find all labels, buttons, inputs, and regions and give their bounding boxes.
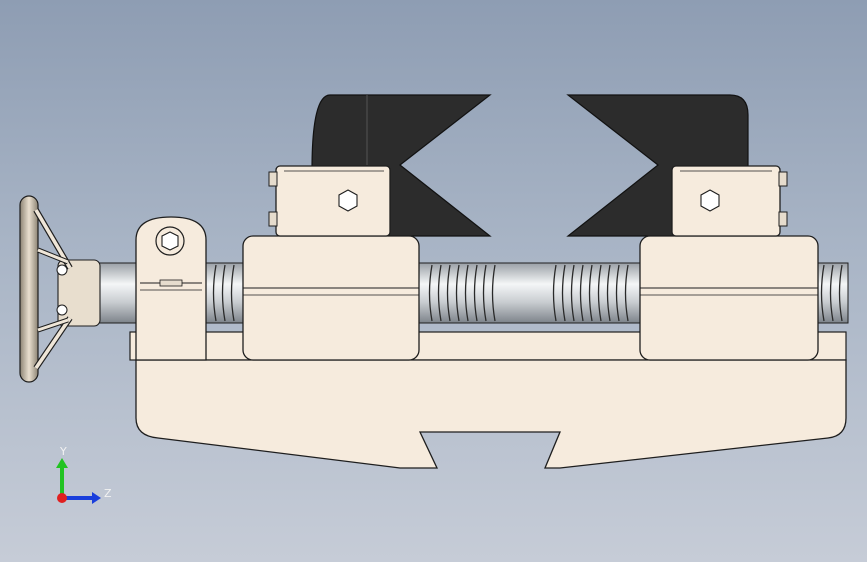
screw-thread [579,264,584,322]
right-jaw-block[interactable] [639,165,819,361]
screw-thread [221,264,226,322]
hex-bolt-icon [338,189,358,212]
screw-thread [230,264,235,322]
y-axis-head [56,458,68,468]
nut-icon [161,231,179,251]
screw-thread [570,264,575,322]
screw-thread [473,264,478,322]
screw-thread [838,264,843,322]
hex-bolt-icon [700,189,720,212]
screw-thread [597,264,602,322]
orientation-triad: Y Z [56,445,112,504]
handwheel[interactable] [19,195,101,383]
screw-thread [446,264,451,322]
x-axis-dot [57,493,67,503]
screw-thread [552,264,557,322]
screw-thread [428,264,433,322]
z-axis-label: Z [104,487,112,500]
left-jaw-block[interactable] [242,165,420,361]
screw-thread [615,264,620,322]
screw-thread [829,264,834,322]
y-axis-label: Y [59,445,67,458]
screw-thread [482,264,487,322]
screw-thread [624,264,629,322]
bearing-support[interactable] [135,216,207,361]
screw-thread [588,264,593,322]
screw-thread [437,264,442,322]
screw-thread [561,264,566,322]
screw-thread [464,264,469,322]
screw-thread [606,264,611,322]
z-axis-head [92,492,101,504]
screw-thread [820,264,825,322]
screw-thread [212,264,217,322]
screw-thread [491,264,496,322]
screw-thread [455,264,460,322]
